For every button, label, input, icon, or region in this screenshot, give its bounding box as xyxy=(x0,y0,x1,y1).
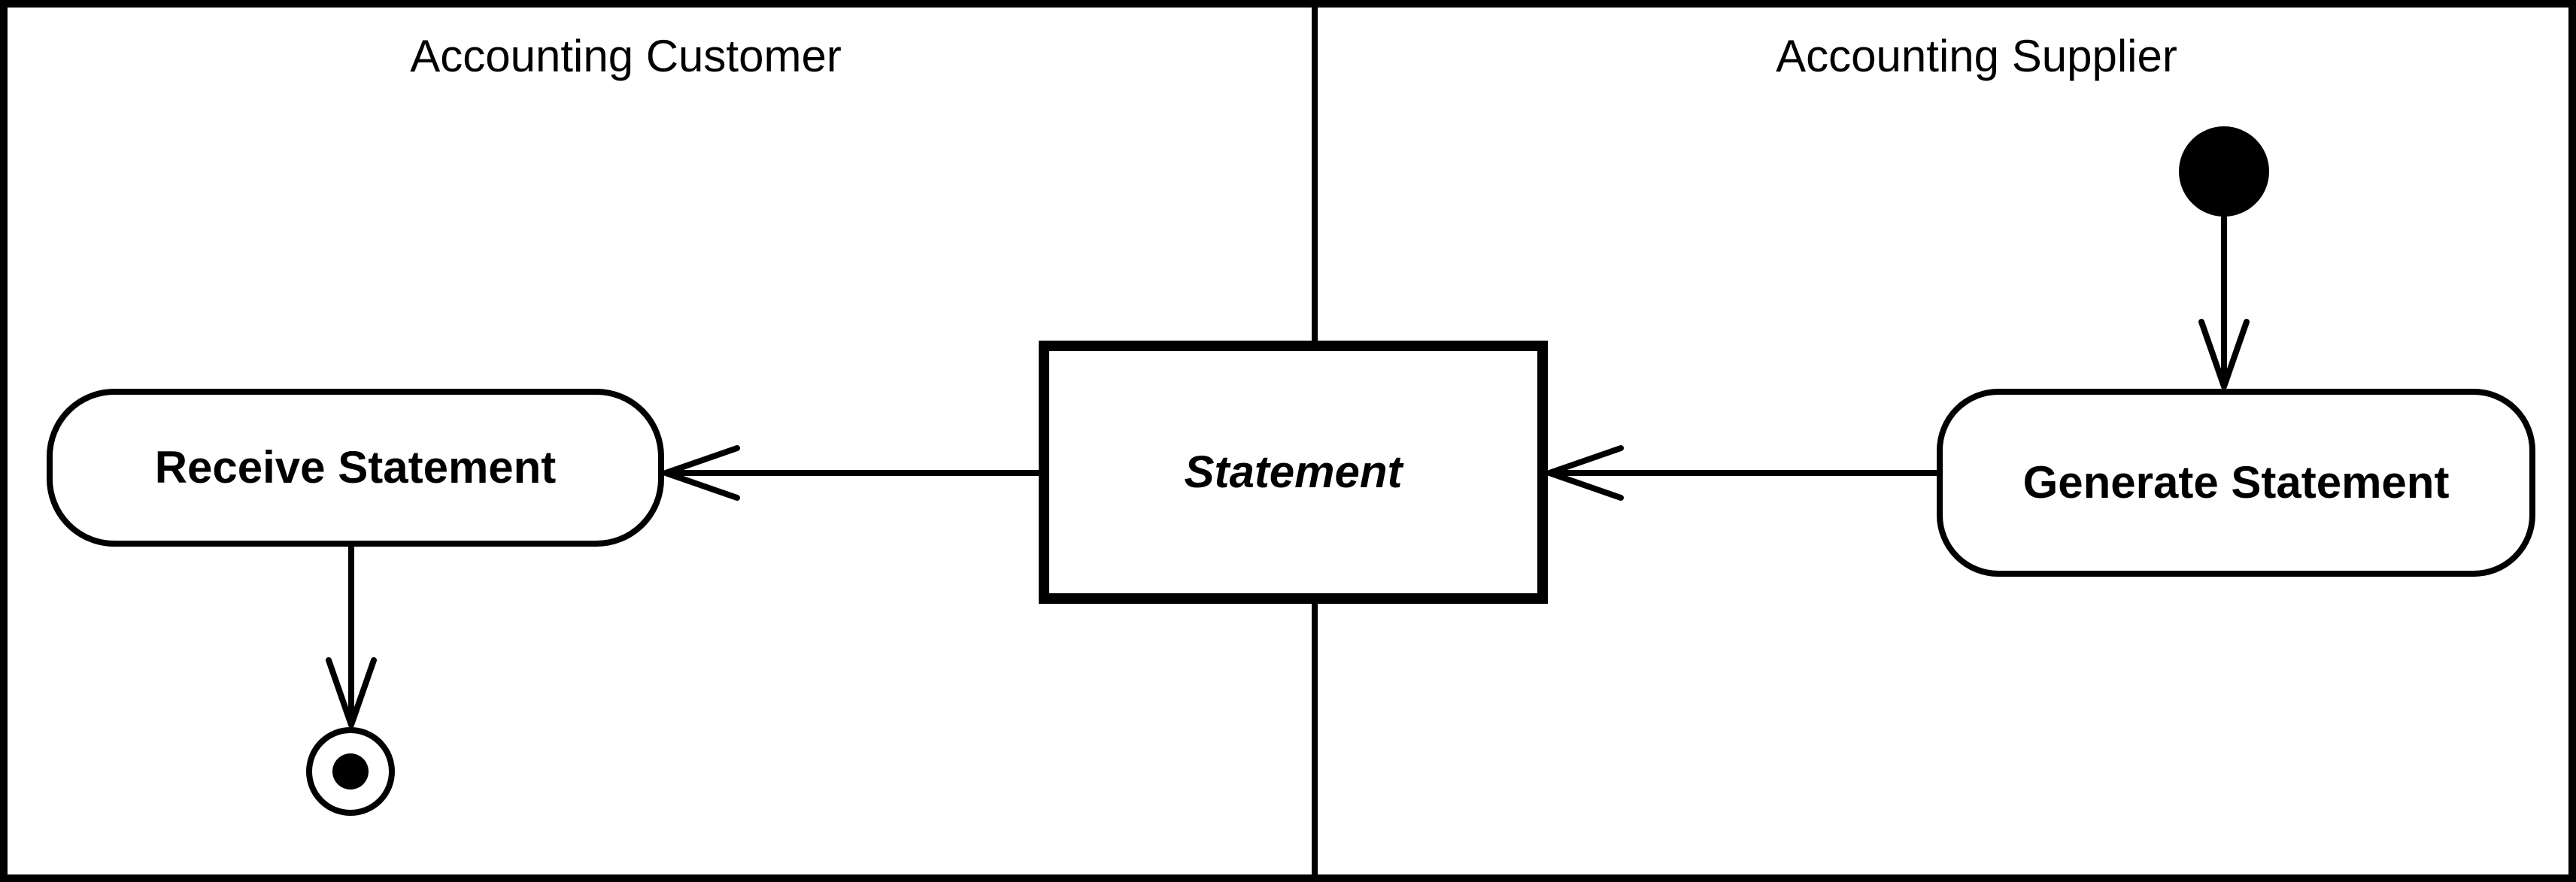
action-label-generate-statement: Generate Statement xyxy=(2022,457,2450,508)
action-node-receive-statement: Receive Statement xyxy=(47,389,664,547)
action-node-generate-statement: Generate Statement xyxy=(1937,389,2535,577)
object-label-statement: Statement xyxy=(1184,447,1403,497)
initial-state-node xyxy=(2179,126,2269,217)
lane-title-accounting-customer: Accounting Customer xyxy=(410,31,842,81)
action-label-receive-statement: Receive Statement xyxy=(154,442,557,493)
lane-title-accounting-supplier: Accounting Supplier xyxy=(1776,31,2177,81)
final-state-node xyxy=(306,727,395,816)
object-node-statement: Statement xyxy=(1039,341,1548,604)
final-state-dot xyxy=(332,753,369,790)
